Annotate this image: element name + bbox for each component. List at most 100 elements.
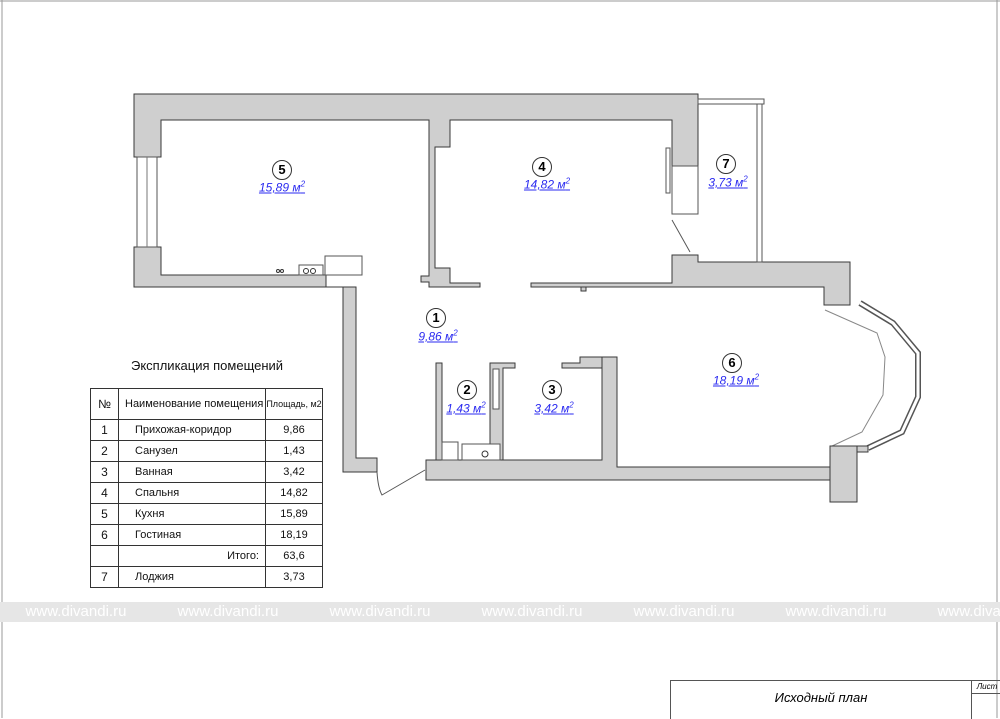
cell-area: 3,73 bbox=[265, 566, 323, 588]
cell-area: 3,42 bbox=[265, 461, 323, 483]
room-number: 4 bbox=[532, 157, 552, 177]
cell-area: 15,89 bbox=[265, 503, 323, 525]
unit-sup: 2 bbox=[569, 400, 574, 410]
sheet-label: Лист bbox=[972, 681, 1000, 694]
unit-sup: 2 bbox=[565, 176, 571, 186]
watermark-text: www.divandi.ru bbox=[25, 603, 127, 620]
watermark-text: www.divandi.ru bbox=[633, 603, 735, 620]
watermark-text: www.divandi.ru bbox=[785, 603, 887, 620]
cell-area: 14,82 bbox=[265, 482, 323, 504]
unit-sup: 2 bbox=[754, 372, 760, 382]
ventilation-shaft bbox=[492, 368, 500, 410]
room-area: 18,19 м bbox=[712, 373, 755, 388]
wall-outer-top bbox=[133, 93, 699, 288]
drawing-title: Исходный план bbox=[774, 690, 868, 705]
balcony-door bbox=[671, 219, 691, 253]
wall-bedroom-bottom bbox=[530, 254, 851, 306]
room-area: 3,42 м bbox=[534, 401, 570, 416]
sink-icon bbox=[280, 269, 284, 273]
sink-icon bbox=[276, 269, 280, 273]
room-number: 1 bbox=[426, 308, 446, 328]
unit-sup: 2 bbox=[743, 174, 748, 184]
wall-bottom bbox=[425, 356, 831, 481]
table-header-row: № Наименование помещения Площадь, м2 bbox=[90, 388, 323, 420]
cell-area: 9,86 bbox=[265, 419, 323, 441]
wall-stub bbox=[580, 286, 587, 292]
unit-sup: 2 bbox=[453, 328, 458, 338]
cell-name: Гостиная bbox=[118, 524, 266, 546]
room-number: 3 bbox=[542, 380, 562, 400]
bay-window-sill bbox=[824, 309, 886, 448]
header-area: Площадь, м2 bbox=[265, 388, 323, 420]
cell-num: 6 bbox=[90, 524, 119, 546]
room-number: 5 bbox=[272, 160, 292, 180]
loggia-wall-top bbox=[697, 98, 765, 105]
room-number: 7 bbox=[716, 154, 736, 174]
stove-burner-icon bbox=[310, 268, 316, 274]
cell-name: Прихожая-коридор bbox=[118, 419, 266, 441]
total-value: 63,6 bbox=[265, 545, 323, 567]
unit-sup: 2 bbox=[300, 179, 306, 189]
title-block: Исходный план Лист bbox=[670, 680, 1000, 719]
watermark-text: www.divandi.ru bbox=[329, 603, 431, 620]
room-area-link[interactable]: 9,86 м2 bbox=[418, 329, 457, 344]
room-area-link[interactable]: 3,73 м2 bbox=[708, 175, 747, 190]
room-area-link[interactable]: 14,82 м2 bbox=[524, 177, 570, 192]
room-area: 15,89 м bbox=[258, 180, 301, 195]
cell-name: Лоджия bbox=[118, 566, 266, 588]
watermark-text: www.divandi.ru bbox=[481, 603, 583, 620]
room-area: 9,86 м bbox=[418, 329, 454, 344]
watermark-band: www.divandi.ru www.divandi.ru www.divandi.… bbox=[0, 602, 1000, 622]
cell-area: 1,43 bbox=[265, 440, 323, 462]
header-num: № bbox=[90, 388, 119, 420]
room-area-link[interactable]: 18,19 м2 bbox=[713, 373, 759, 388]
unit-sup: 2 bbox=[481, 400, 486, 410]
radiator-bedroom bbox=[665, 147, 671, 194]
bay-window bbox=[858, 300, 921, 451]
cell-num: 4 bbox=[90, 482, 119, 504]
bay-window-glass bbox=[859, 301, 920, 450]
watermark-text: www.divandi.ru bbox=[937, 603, 1000, 620]
sheet-cell: Лист bbox=[971, 681, 1000, 719]
kitchen-vent-duct bbox=[324, 255, 363, 276]
stove-burner-icon bbox=[303, 268, 309, 274]
loggia-glazing bbox=[756, 103, 763, 263]
header-name: Наименование помещения bbox=[118, 388, 266, 420]
cell-num: 3 bbox=[90, 461, 119, 483]
wall-bath-top bbox=[561, 356, 603, 369]
cell-name: Санузел bbox=[118, 440, 266, 462]
toilet bbox=[441, 441, 459, 461]
cell-name: Ванная bbox=[118, 461, 266, 483]
window-bedroom bbox=[671, 165, 699, 215]
wall-wc-left bbox=[435, 362, 443, 461]
room-area-link[interactable]: 1,43 м2 bbox=[446, 401, 485, 416]
cell-area: 18,19 bbox=[265, 524, 323, 546]
cell-name: Кухня bbox=[118, 503, 266, 525]
cell-num: 1 bbox=[90, 419, 119, 441]
entrance-door bbox=[376, 469, 426, 496]
explication-title: Экспликация помещений bbox=[131, 358, 284, 373]
cell-name: Спальня bbox=[118, 482, 266, 504]
watermark-text: www.divandi.ru bbox=[177, 603, 279, 620]
room-number: 6 bbox=[722, 353, 742, 373]
cell-num: 5 bbox=[90, 503, 119, 525]
room-area: 14,82 м bbox=[523, 177, 566, 192]
table-total-row: Итого:63,6 bbox=[90, 545, 323, 567]
room-area-link[interactable]: 15,89 м2 bbox=[259, 180, 305, 195]
room-area-link[interactable]: 3,42 м2 bbox=[534, 401, 573, 416]
wall-lower-right bbox=[829, 445, 869, 503]
cell-num: 2 bbox=[90, 440, 119, 462]
faucet-icon bbox=[481, 450, 489, 458]
cell-empty bbox=[90, 545, 119, 567]
room-number: 2 bbox=[457, 380, 477, 400]
cell-num: 7 bbox=[90, 566, 119, 588]
